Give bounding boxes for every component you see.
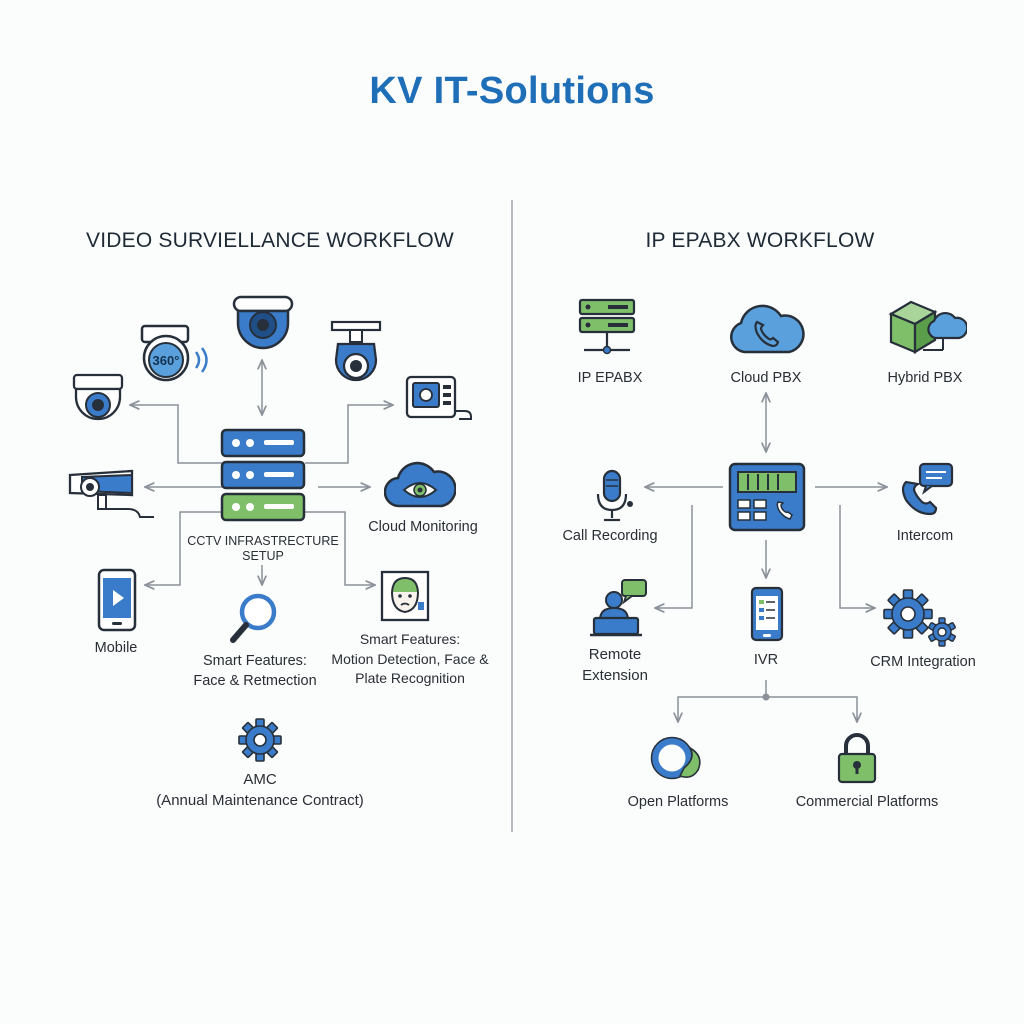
amc-label: AMC (Annual Maintenance Contract) [130, 769, 390, 811]
line-hub-mobile [145, 511, 222, 585]
ip-epabx-server-icon [578, 298, 636, 362]
camera-360-icon: 360° [132, 322, 220, 384]
amc-label-line1: AMC [243, 771, 277, 788]
cloud-monitoring-label: Cloud Monitoring [368, 519, 478, 535]
cctv-hub-label-line2: SETUP [242, 549, 284, 563]
amc-label-line2: (Annual Maintenance Contract) [156, 792, 364, 809]
hybrid-pbx-label: Hybrid PBX [887, 370, 963, 386]
dome-camera-icon [232, 295, 294, 353]
remote-extension-line2: Extension [582, 667, 648, 684]
smart-features-motion-label: Smart Features: Motion Detection, Face &… [330, 630, 490, 689]
amc-gear-icon [237, 717, 283, 763]
commercial-platforms-label: Commercial Platforms [795, 794, 939, 810]
cctv-hub-label-line1: CCTV INFRASTRECTURE [187, 534, 339, 548]
camera-360-text: 360° [153, 353, 180, 368]
recorder-device-icon [405, 375, 477, 425]
open-platforms-icon [650, 736, 706, 782]
ip-epabx-heading: IP EPABX WORKFLOW [645, 229, 875, 252]
line-hub-dome-cam [130, 405, 222, 464]
mobile-label: Mobile [94, 640, 138, 656]
lock-icon [836, 732, 878, 784]
smart-features-face-line1: Smart Features: [203, 653, 307, 669]
smart-features-face-label: Smart Features: Face & Retmection [180, 651, 330, 691]
intercom-label: Intercom [896, 528, 954, 544]
line-split-open [678, 696, 766, 722]
ivr-phone-icon [750, 586, 784, 642]
remote-user-icon [590, 578, 650, 638]
magnifier-icon [228, 592, 280, 646]
intercom-icon [898, 462, 956, 518]
remote-extension-label: Remote Extension [560, 644, 670, 686]
ivr-label: IVR [753, 652, 779, 668]
video-surveillance-heading: VIDEO SURVIELLANCE WORKFLOW [86, 229, 454, 252]
smart-features-motion-line1: Smart Features: [359, 631, 461, 647]
cctv-server-icon [220, 428, 306, 522]
line-hub-remote [655, 505, 693, 608]
smart-features-motion-line2: Motion Detection, Face & [331, 650, 489, 667]
ceiling-dome-camera-icon [72, 373, 124, 425]
face-recognition-icon [380, 570, 430, 622]
mobile-phone-icon [97, 568, 137, 632]
crm-integration-label: CRM Integration [870, 654, 976, 670]
line-split-commercial [766, 696, 857, 722]
cloud-phone-icon [727, 300, 805, 356]
cctv-hub-label: CCTV INFRASTRECTURE SETUP [183, 534, 343, 564]
microphone-icon [592, 468, 636, 524]
line-hub-smart-right [305, 511, 375, 585]
cloud-pbx-label: Cloud PBX [730, 370, 802, 386]
call-recording-label: Call Recording [562, 528, 658, 544]
section-divider [511, 200, 513, 832]
remote-extension-line1: Remote [588, 646, 642, 663]
line-hub-dvr [305, 405, 393, 464]
pbx-device-icon [728, 462, 806, 532]
ptz-camera-icon [330, 320, 382, 386]
cloud-eye-icon [383, 458, 457, 510]
line-hub-crm [839, 505, 875, 608]
crm-gears-icon [880, 588, 960, 648]
hybrid-pbx-icon [887, 298, 969, 358]
smart-features-face-line2: Face & Retmection [193, 673, 317, 689]
open-platforms-label: Open Platforms [627, 794, 729, 810]
smart-features-motion-line3: Plate Recognition [355, 670, 465, 686]
page-title: KV IT-Solutions [369, 70, 655, 112]
ip-epabx-label: IP EPABX [577, 370, 643, 386]
bullet-camera-icon [68, 465, 158, 525]
